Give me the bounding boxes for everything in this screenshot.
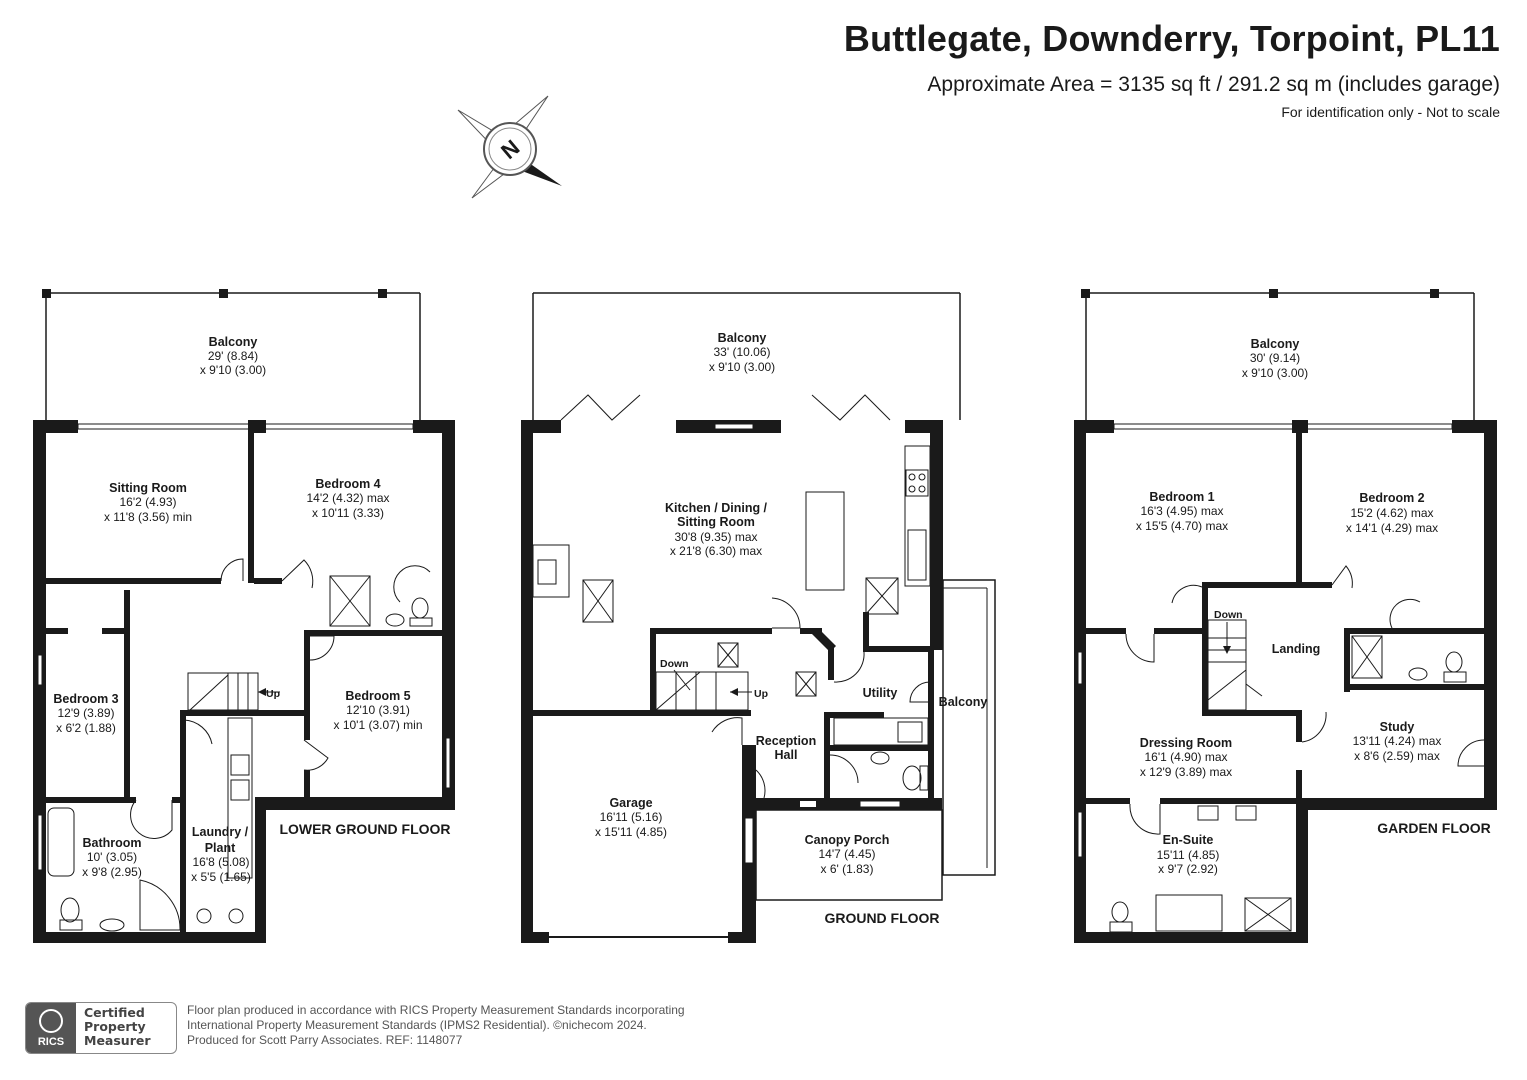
kitchen-dim1: 30'8 (9.35) max [675,530,758,544]
kitchen-name-2: Sitting Room [677,515,755,529]
bedroom-2-name: Bedroom 2 [1359,491,1424,505]
garden-balcony-name: Balcony [1251,337,1300,351]
sitting-room-dim1: 16'2 (4.93) [120,495,177,509]
badge-org: RICS [37,1035,65,1048]
en-suite-dim1: 15'11 (4.85) [1157,848,1220,862]
sitting-room-dim2: x 11'8 (3.56) min [104,510,192,524]
garden-floor-label: GARDEN FLOOR [1377,820,1491,836]
footer-line-1: Floor plan produced in accordance with R… [187,1003,685,1017]
porch-dim2: x 6' (1.83) [821,862,874,876]
ground-stairs-down-label: Down [660,658,689,670]
bedroom-3-name: Bedroom 3 [53,692,118,706]
footer-note: Floor plan produced in accordance with R… [187,1003,685,1048]
bedroom-5-dim2: x 10'1 (3.07) min [334,718,423,732]
lower-ground-floor-label: LOWER GROUND FLOOR [279,821,450,837]
lower-balcony-name: Balcony [209,335,258,349]
ground-floor-plan: Balcony 33' (10.06) x 9'10 (3.00) Kitche… [521,292,996,943]
sitting-room-name: Sitting Room [109,481,187,495]
bedroom-4-name: Bedroom 4 [315,477,380,491]
garage-dim2: x 15'11 (4.85) [595,825,667,839]
kitchen-dim2: x 21'8 (6.30) max [670,544,762,558]
footer-line-2: International Property Measurement Stand… [187,1018,647,1032]
lower-balcony-dim2: x 9'10 (3.00) [200,363,266,377]
lower-ground-floor-plan: Balcony 29' (8.84) x 9'10 (3.00) Sitting… [33,289,455,943]
scale-note: For identification only - Not to scale [1281,104,1500,120]
bathroom-dim2: x 9'8 (2.95) [82,865,142,879]
laundry-dim2: x 5'5 (1.65) [191,870,251,884]
rics-certified-badge: RICS Certified Property Measurer [25,1002,177,1054]
laundry-name-2: Plant [205,841,236,855]
laundry-dim1: 16'8 (5.08) [193,855,250,869]
dressing-room-dim1: 16'1 (4.90) max [1145,750,1228,764]
study-dim2: x 8'6 (2.59) max [1354,749,1440,763]
landing-name: Landing [1272,642,1321,656]
en-suite-dim2: x 9'7 (2.92) [1158,862,1218,876]
badge-line-1: Certified [84,1005,145,1020]
porch-dim1: 14'7 (4.45) [819,847,876,861]
garden-balcony-dim2: x 9'10 (3.00) [1242,366,1308,380]
bedroom-2-dim2: x 14'1 (4.29) max [1346,521,1438,535]
ground-balcony-name: Balcony [718,331,767,345]
approximate-area: Approximate Area = 3135 sq ft / 291.2 sq… [927,73,1500,96]
rics-logo-icon: RICS [26,1003,76,1053]
utility-name: Utility [863,686,898,700]
bedroom-3-dim2: x 6'2 (1.88) [56,721,116,735]
ground-balcony-dim2: x 9'10 (3.00) [709,360,775,374]
badge-line-3: Measurer [84,1033,151,1048]
bedroom-1-name: Bedroom 1 [1149,490,1214,504]
garden-stairs-down-label: Down [1214,609,1243,621]
garage-name: Garage [609,796,652,810]
bedroom-5-name: Bedroom 5 [345,689,410,703]
bedroom-3-dim1: 12'9 (3.89) [58,706,115,720]
bedroom-4-dim1: 14'2 (4.32) max [307,491,390,505]
bathroom-dim1: 10' (3.05) [87,850,137,864]
bedroom-2-dim1: 15'2 (4.62) max [1351,506,1434,520]
bedroom-1-dim2: x 15'5 (4.70) max [1136,519,1228,533]
garden-floor-plan: Balcony 30' (9.14) x 9'10 (3.00) Bedroom… [1074,289,1497,943]
ground-stairs-up-label: Up [754,688,768,700]
en-suite-name: En-Suite [1163,833,1214,847]
property-title: Buttlegate, Downderry, Torpoint, PL11 [843,18,1500,59]
study-dim1: 13'11 (4.24) max [1353,734,1442,748]
compass-icon: N [457,95,562,199]
reception-name-2: Hall [775,748,798,762]
dressing-room-dim2: x 12'9 (3.89) max [1140,765,1232,779]
kitchen-name-1: Kitchen / Dining / [665,501,768,515]
side-balcony-name: Balcony [939,695,988,709]
porch-name: Canopy Porch [805,833,890,847]
garage-dim1: 16'11 (5.16) [600,810,663,824]
ground-floor-label: GROUND FLOOR [824,910,939,926]
reception-name-1: Reception [756,734,816,748]
lower-stairs-up-label: Up [266,688,280,700]
bedroom-5-dim1: 12'10 (3.91) [346,703,410,717]
badge-line-2: Property [84,1019,146,1034]
footer: RICS Certified Property Measurer Floor p… [25,1002,745,1054]
dressing-room-name: Dressing Room [1140,736,1232,750]
ground-balcony-dim1: 33' (10.06) [714,345,771,359]
floor-plan-drawing: N [33,95,1497,943]
lower-balcony-dim1: 29' (8.84) [208,349,258,363]
study-name: Study [1380,720,1415,734]
garden-balcony-dim1: 30' (9.14) [1250,351,1300,365]
laundry-name-1: Laundry / [192,825,249,839]
bedroom-4-dim2: x 10'11 (3.33) [312,506,384,520]
bedroom-1-dim1: 16'3 (4.95) max [1141,504,1224,518]
bathroom-name: Bathroom [82,836,141,850]
footer-line-3: Produced for Scott Parry Associates. REF… [187,1033,463,1047]
